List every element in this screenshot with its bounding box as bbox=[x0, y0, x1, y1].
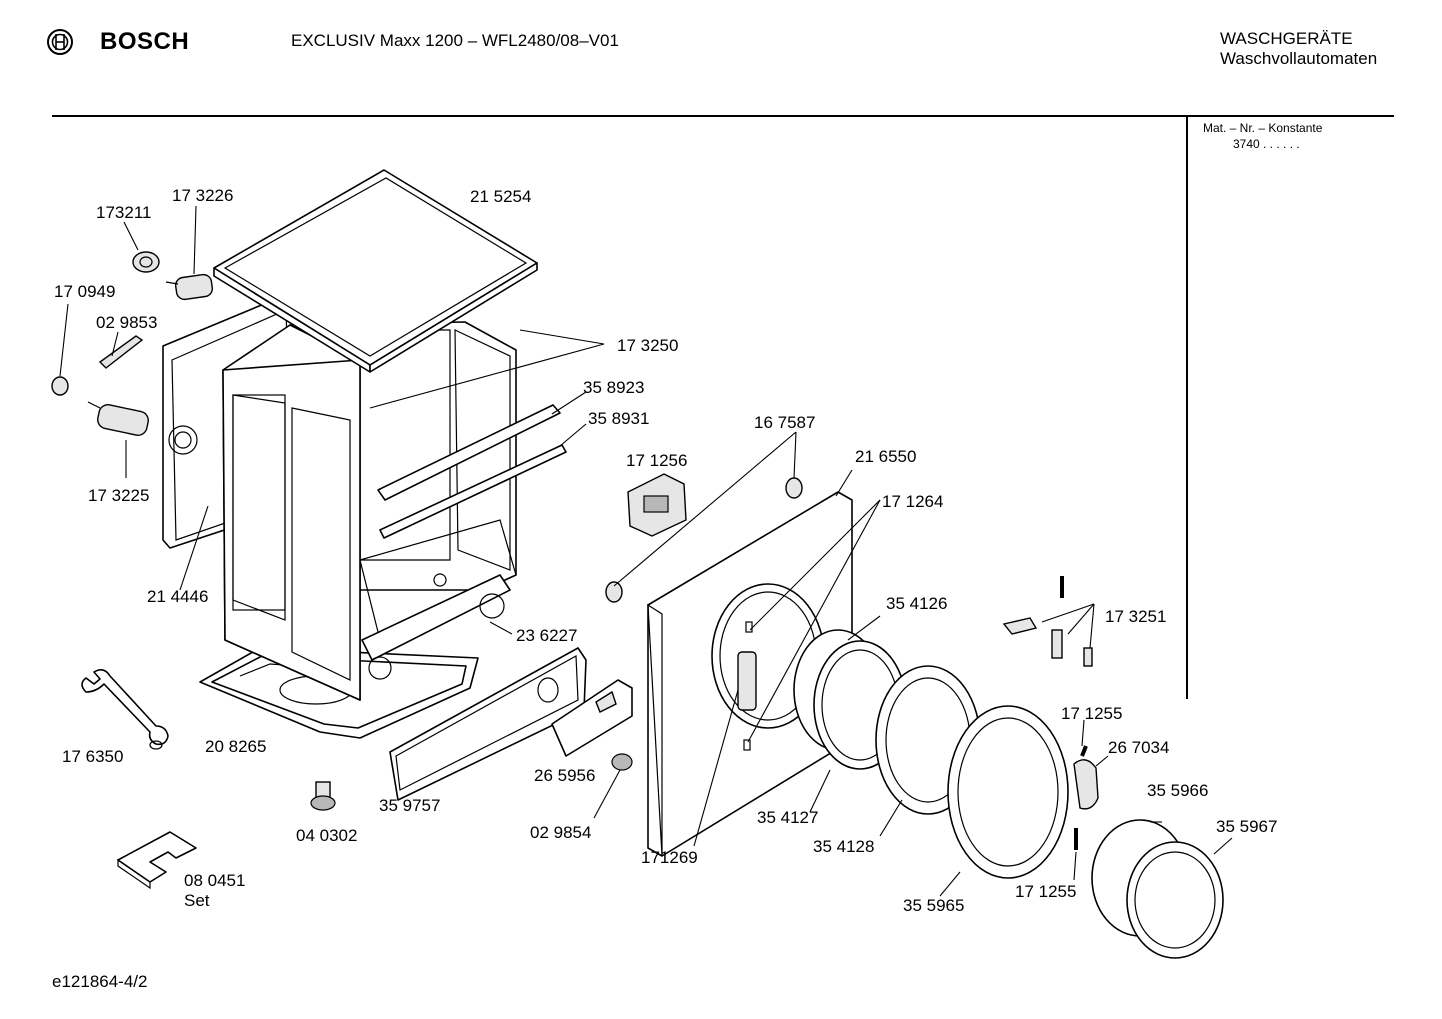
part-label-358923: 35 8923 bbox=[583, 378, 645, 397]
part-label-236227: 23 6227 bbox=[516, 626, 578, 645]
part-label-173250: 17 3250 bbox=[617, 336, 679, 355]
door-assembly-drawing bbox=[793, 629, 1224, 959]
small-parts-right-drawing bbox=[1002, 576, 1093, 850]
bosch-armature-icon bbox=[47, 29, 73, 55]
part-label-040302: 04 0302 bbox=[296, 826, 358, 845]
side-panel-value: 3740 . . . . . . bbox=[1233, 137, 1300, 151]
model-title: EXCLUSIV Maxx 1200 – WFL2480/08–V01 bbox=[291, 31, 619, 50]
part-label-173226: 17 3226 bbox=[172, 186, 234, 205]
part-label-354127: 35 4127 bbox=[757, 808, 819, 827]
part-label-215254: 21 5254 bbox=[470, 187, 532, 206]
door-lock-parts-drawing bbox=[605, 473, 803, 603]
small-parts-left-drawing bbox=[51, 251, 336, 890]
part-label-170949: 17 0949 bbox=[54, 282, 116, 301]
bosch-logo bbox=[46, 28, 74, 61]
part-label-355965: 35 5965 bbox=[903, 896, 965, 915]
part-label-359757: 35 9757 bbox=[379, 796, 441, 815]
plinth-parts-drawing bbox=[389, 647, 633, 801]
part-label-171255-bottom: 17 1255 bbox=[1015, 882, 1077, 901]
document-id: e121864-4/2 bbox=[52, 972, 148, 991]
part-label-355966: 35 5966 bbox=[1147, 781, 1209, 800]
part-label-171269: 171269 bbox=[641, 848, 698, 867]
part-label-214446: 21 4446 bbox=[147, 587, 209, 606]
side-panel-divider bbox=[1186, 117, 1188, 699]
part-label-354128: 35 4128 bbox=[813, 837, 875, 856]
part-label-265956: 26 5956 bbox=[534, 766, 596, 785]
part-label-358931: 35 8931 bbox=[588, 409, 650, 428]
part-label-173211: 173211 bbox=[96, 203, 152, 222]
part-label-080451: 08 0451 bbox=[184, 871, 246, 890]
part-label-029853: 02 9853 bbox=[96, 313, 158, 332]
leader-lines bbox=[59, 205, 1233, 897]
part-label-171256: 17 1256 bbox=[626, 451, 688, 470]
part-label-080451-set: Set bbox=[184, 891, 210, 910]
top-lid-drawing bbox=[213, 169, 538, 373]
subcategory-title: Waschvollautomaten bbox=[1220, 49, 1378, 68]
part-label-173251: 17 3251 bbox=[1105, 607, 1167, 626]
cabinet-frame-drawing bbox=[162, 293, 567, 701]
part-label-167587: 16 7587 bbox=[754, 413, 816, 432]
part-label-355967: 35 5967 bbox=[1216, 817, 1278, 836]
part-label-216550: 21 6550 bbox=[855, 447, 917, 466]
brand-name: BOSCH bbox=[100, 28, 190, 55]
side-panel-title: Mat. – Nr. – Konstante bbox=[1203, 121, 1323, 135]
category-title: WASCHGERÄTE bbox=[1220, 29, 1353, 48]
part-label-208265: 20 8265 bbox=[205, 737, 267, 756]
part-label-171255-top: 17 1255 bbox=[1061, 704, 1123, 723]
part-label-354126: 35 4126 bbox=[886, 594, 948, 613]
part-label-267034: 26 7034 bbox=[1108, 738, 1170, 757]
part-label-173225: 17 3225 bbox=[88, 486, 150, 505]
part-label-171264: 17 1264 bbox=[882, 492, 944, 511]
part-label-029854: 02 9854 bbox=[530, 823, 592, 842]
header-rule bbox=[52, 115, 1394, 117]
part-label-176350: 17 6350 bbox=[62, 747, 124, 766]
